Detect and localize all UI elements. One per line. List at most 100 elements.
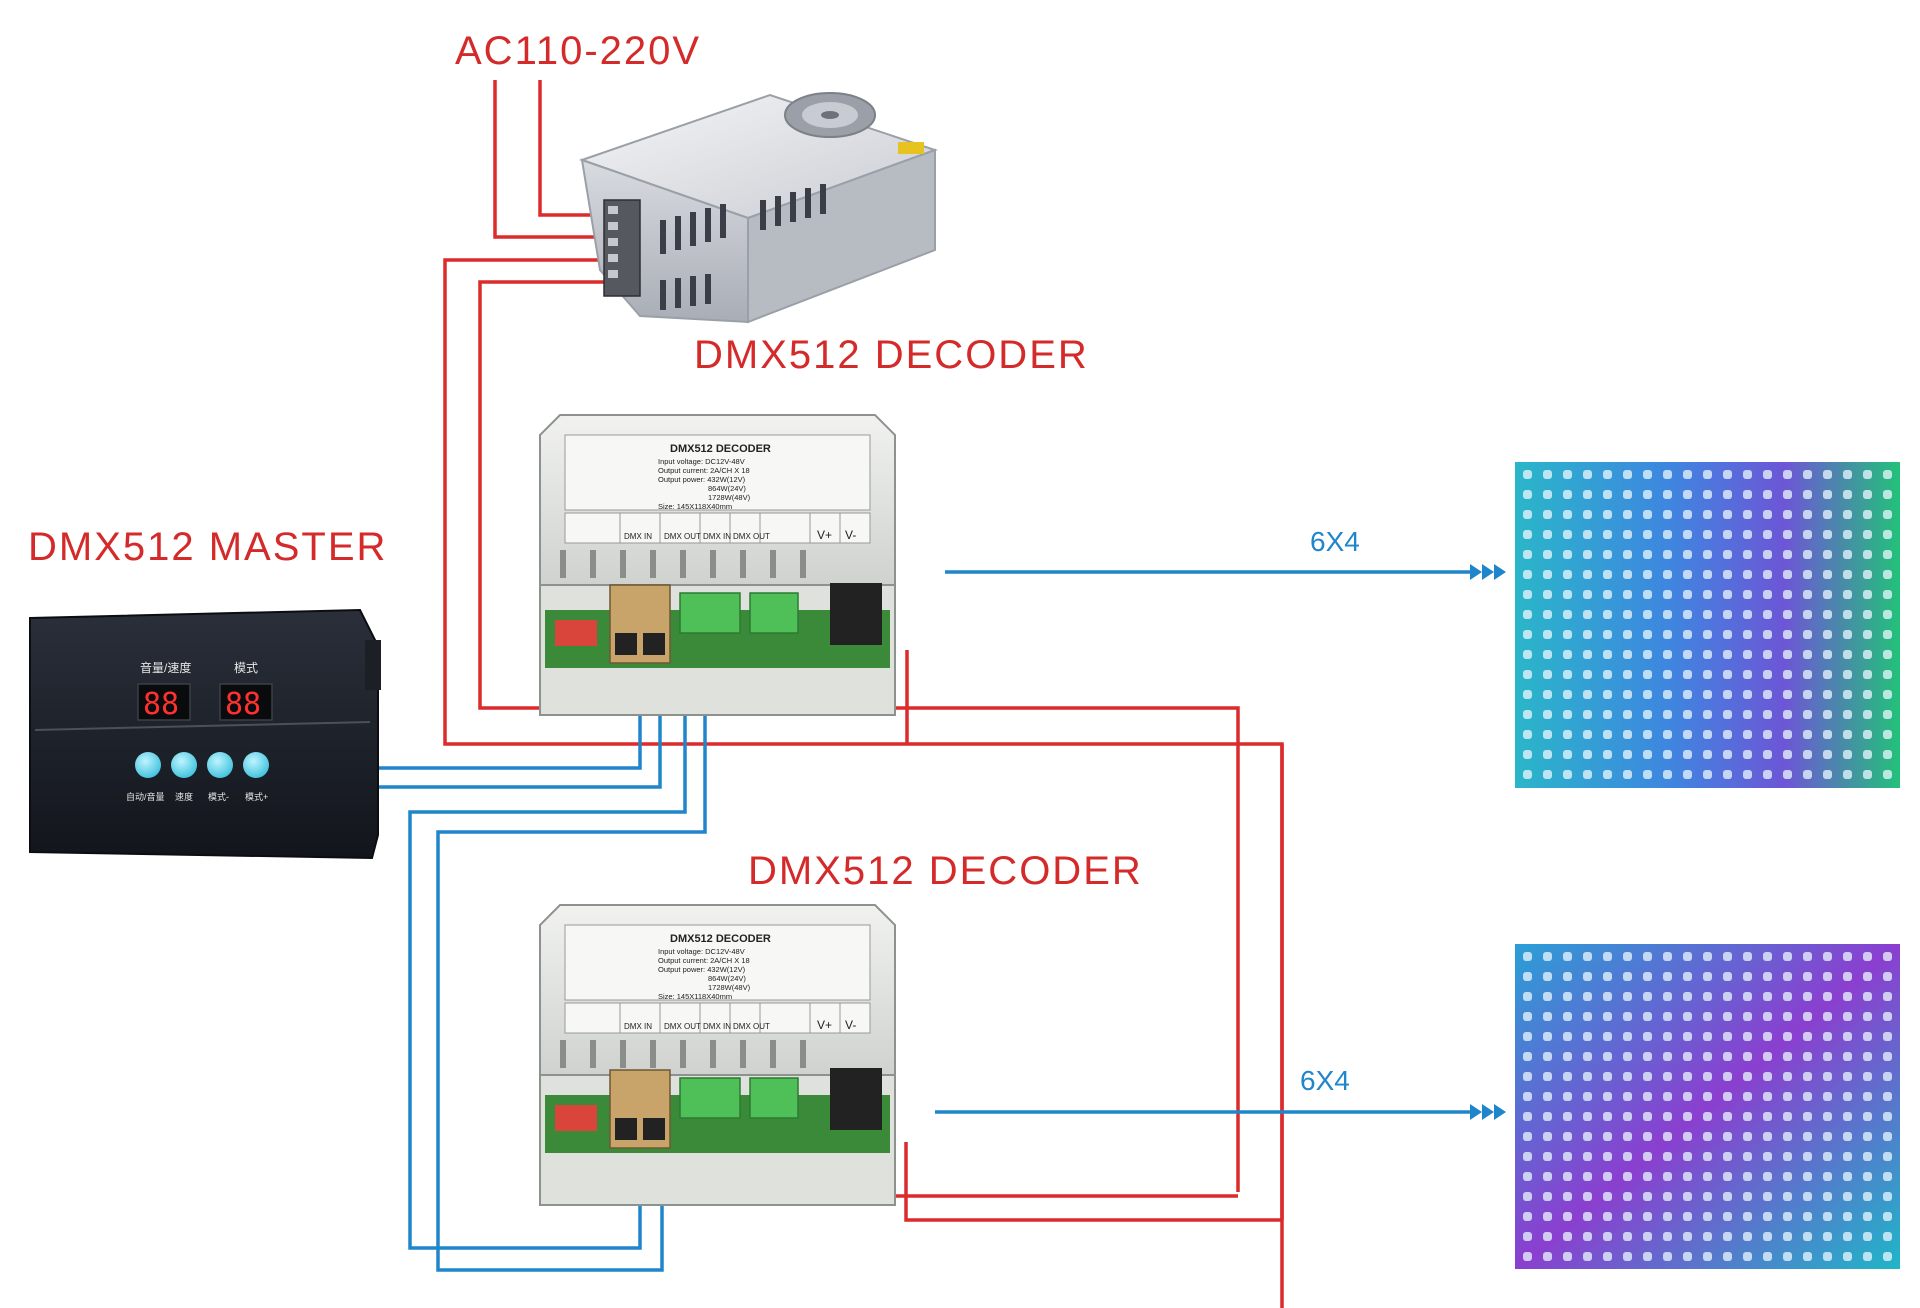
led-dot <box>1843 1112 1852 1121</box>
led-dot <box>1603 952 1612 961</box>
led-dot <box>1623 1172 1632 1181</box>
led-dot <box>1843 1152 1852 1161</box>
led-dot <box>1723 1072 1732 1081</box>
led-dot <box>1823 630 1832 639</box>
led-dot <box>1603 1192 1612 1201</box>
led-dot <box>1863 1252 1872 1261</box>
led-dot <box>1803 770 1812 779</box>
decoder-top-line-4: 864W(24V) <box>708 484 746 493</box>
master-digits-right: 88 <box>225 687 261 722</box>
led-dot <box>1763 610 1772 619</box>
decoder-bottom-port-3: DMX IN <box>703 1022 731 1031</box>
terminal-block <box>603 199 641 297</box>
led-dot <box>1623 590 1632 599</box>
led-dot <box>1803 470 1812 479</box>
led-dot <box>1643 610 1652 619</box>
led-dot <box>1843 530 1852 539</box>
led-dot <box>1783 770 1792 779</box>
master-button-label-3: 模式- <box>208 791 229 802</box>
led-dot <box>1843 670 1852 679</box>
decoder-bottom-terminal-green-1 <box>679 1077 741 1119</box>
led-dot <box>1803 1052 1812 1061</box>
led-dot <box>1743 630 1752 639</box>
led-dot <box>1783 992 1792 1001</box>
led-dot <box>1763 710 1772 719</box>
led-dot <box>1603 530 1612 539</box>
led-dot <box>1863 630 1872 639</box>
led-dot <box>1723 730 1732 739</box>
led-dot <box>1803 610 1812 619</box>
master-display-right-title: 模式 <box>234 661 258 675</box>
led-dot <box>1643 1172 1652 1181</box>
led-dot <box>1803 710 1812 719</box>
led-dot <box>1863 1052 1872 1061</box>
led-dot <box>1683 630 1692 639</box>
led-dot <box>1803 630 1812 639</box>
led-dot <box>1583 470 1592 479</box>
led-dot <box>1823 690 1832 699</box>
led-dot <box>1683 510 1692 519</box>
led-dot <box>1883 530 1892 539</box>
led-dot <box>1683 690 1692 699</box>
led-dot <box>1763 1172 1772 1181</box>
led-dot <box>1763 1012 1772 1021</box>
decoder-top: DMX512 DECODER Input voltage: DC12V-48V … <box>539 414 896 716</box>
led-dot <box>1643 1192 1652 1201</box>
led-dot <box>1623 630 1632 639</box>
led-dot <box>1523 470 1532 479</box>
led-dot <box>1523 1192 1532 1201</box>
led-dot <box>1843 1052 1852 1061</box>
output-top-label: 6X4 <box>1310 526 1360 557</box>
led-dot <box>1523 1112 1532 1121</box>
led-dot <box>1603 1032 1612 1041</box>
decoder-top-label-title: DMX512 DECODER <box>670 443 771 455</box>
led-dot <box>1663 992 1672 1001</box>
led-dot <box>1843 1072 1852 1081</box>
led-dot <box>1683 730 1692 739</box>
led-dot <box>1583 1212 1592 1221</box>
led-dot <box>1723 630 1732 639</box>
led-dot <box>1523 1032 1532 1041</box>
led-dot <box>1823 650 1832 659</box>
led-dot <box>1783 630 1792 639</box>
decoder-bottom-dip-switch <box>555 1105 597 1131</box>
led-dot <box>1603 1132 1612 1141</box>
led-dot <box>1783 1252 1792 1261</box>
led-dot <box>1523 1152 1532 1161</box>
led-dot <box>1783 690 1792 699</box>
led-dot <box>1883 510 1892 519</box>
led-dot <box>1683 530 1692 539</box>
decoder-top-port-4: DMX OUT <box>733 532 770 541</box>
master-button-label-4: 模式+ <box>245 791 268 802</box>
led-dot <box>1703 1032 1712 1041</box>
led-dot <box>1743 1212 1752 1221</box>
led-dot <box>1703 670 1712 679</box>
led-dot <box>1643 1032 1652 1041</box>
led-dot <box>1823 590 1832 599</box>
led-dot <box>1523 690 1532 699</box>
led-dot <box>1783 470 1792 479</box>
led-dot <box>1723 490 1732 499</box>
led-dot <box>1703 490 1712 499</box>
led-dot <box>1883 1152 1892 1161</box>
led-dot <box>1563 1052 1572 1061</box>
led-dot <box>1663 1052 1672 1061</box>
led-dot <box>1863 1212 1872 1221</box>
led-dot <box>1703 972 1712 981</box>
led-dot <box>1603 1252 1612 1261</box>
led-dot <box>1823 952 1832 961</box>
led-dot <box>1803 490 1812 499</box>
led-dot <box>1683 972 1692 981</box>
led-dot <box>1603 1012 1612 1021</box>
led-dot <box>1523 1012 1532 1021</box>
led-dot <box>1883 1092 1892 1101</box>
led-dot <box>1883 570 1892 579</box>
led-dot <box>1523 1172 1532 1181</box>
led-dot <box>1803 550 1812 559</box>
led-dot <box>1843 590 1852 599</box>
led-dot <box>1523 670 1532 679</box>
led-dot <box>1743 1052 1752 1061</box>
led-dot <box>1783 972 1792 981</box>
led-dot <box>1823 770 1832 779</box>
led-dot <box>1603 1232 1612 1241</box>
